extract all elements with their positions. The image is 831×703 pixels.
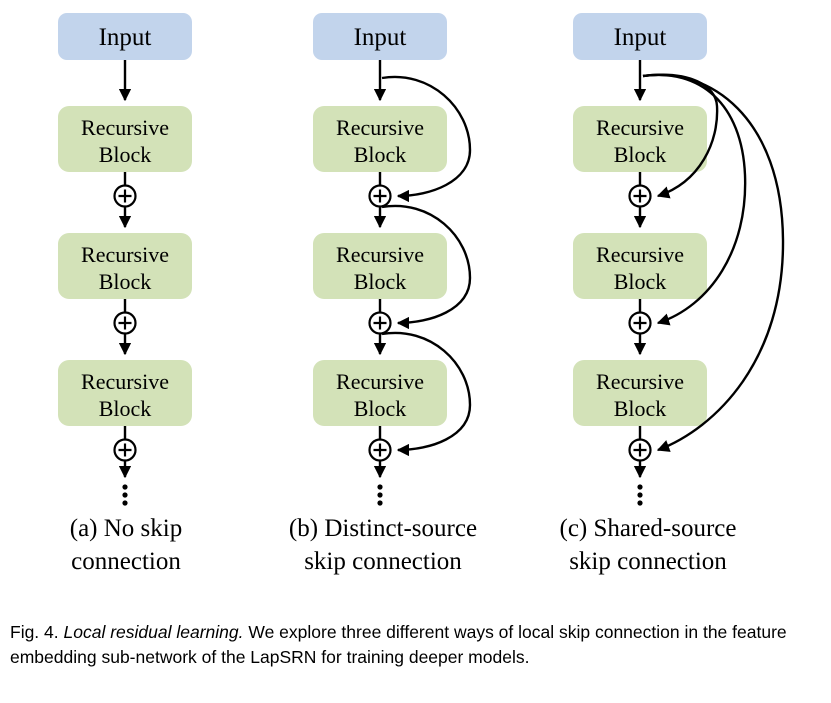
skip-connection-1-b	[381, 75, 472, 203]
adder-2-plus-a	[118, 316, 132, 330]
block-3-label-line2-b: Block	[354, 396, 407, 421]
skip-connection-3-b	[381, 331, 472, 457]
block-1-label-line1-b: Recursive	[336, 115, 424, 140]
subcaption-b-line1: (b) Distinct-source	[288, 515, 478, 542]
subcaption-b-line2: skip connection	[304, 548, 462, 575]
adder-2-plus-c	[633, 316, 647, 330]
input-label-c: Input	[614, 24, 667, 51]
column-a: Input Recursive Block Recursive Block Re…	[58, 13, 192, 506]
adder-2-plus-b	[373, 316, 387, 330]
subcaption-b: (b) Distinct-source skip connection	[258, 512, 508, 578]
subcaption-c: (c) Shared-source skip connection	[516, 512, 780, 578]
block-1-label-line1-a: Recursive	[81, 115, 169, 140]
adder-1-plus-b	[373, 189, 387, 203]
recursive-block-3-c	[573, 360, 707, 426]
adder-3-plus-c	[633, 443, 647, 457]
block-1-label-line2-a: Block	[99, 142, 152, 167]
adder-1-plus-a	[118, 189, 132, 203]
subcaption-c-line1: (c) Shared-source	[559, 515, 737, 542]
recursive-block-2-a	[58, 233, 192, 299]
block-3-label-line1-c: Recursive	[596, 369, 684, 394]
continuation-dots-a	[122, 484, 128, 506]
block-2-label-line2-a: Block	[99, 269, 152, 294]
subcaption-a-line2: connection	[71, 548, 181, 575]
recursive-block-2-c	[573, 233, 707, 299]
continuation-dots-b	[377, 484, 383, 506]
block-2-label-line1-b: Recursive	[336, 242, 424, 267]
caption-figure-number: Fig. 4.	[10, 622, 59, 642]
skip-connection-2-b	[381, 204, 472, 330]
block-3-label-line2-a: Block	[99, 396, 152, 421]
block-2-label-line1-c: Recursive	[596, 242, 684, 267]
block-1-label-line1-c: Recursive	[596, 115, 684, 140]
recursive-block-1-b	[313, 106, 447, 172]
input-box-a	[58, 13, 192, 60]
adder-3-plus-b	[373, 443, 387, 457]
input-box-c	[573, 13, 707, 60]
block-2-label-line2-c: Block	[614, 269, 667, 294]
adder-3-plus-a	[118, 443, 132, 457]
block-3-label-line1-b: Recursive	[336, 369, 424, 394]
recursive-block-1-c	[573, 106, 707, 172]
recursive-block-3-b	[313, 360, 447, 426]
block-2-label-line2-b: Block	[354, 269, 407, 294]
recursive-block-2-b	[313, 233, 447, 299]
diagram-canvas: Input Recursive Block Recursive Block Re…	[58, 13, 785, 506]
block-1-label-line2-b: Block	[354, 142, 407, 167]
input-box-b	[313, 13, 447, 60]
subcaption-a: (a) No skip connection	[10, 512, 242, 578]
subcaption-a-line1: (a) No skip	[69, 515, 183, 542]
skip-connection-3-c	[642, 73, 785, 452]
block-3-label-line2-c: Block	[614, 396, 667, 421]
figure-diagram: Input Recursive Block Recursive Block Re…	[58, 13, 785, 506]
block-1-label-line2-c: Block	[614, 142, 667, 167]
caption-body: We explore three different ways of local…	[10, 622, 787, 667]
column-c: Input Recursive Block Recursive Block Re…	[573, 13, 785, 506]
recursive-block-1-a	[58, 106, 192, 172]
block-3-label-line1-a: Recursive	[81, 369, 169, 394]
recursive-block-3-a	[58, 360, 192, 426]
column-b: Input Recursive Block Recursive Block Re…	[313, 13, 472, 506]
continuation-dots-c	[637, 484, 643, 506]
figure-caption: Fig. 4. Local residual learning. We expl…	[10, 620, 822, 670]
block-2-label-line1-a: Recursive	[81, 242, 169, 267]
subcaption-c-line2: skip connection	[569, 548, 727, 575]
caption-emphasis: Local residual learning.	[63, 622, 244, 642]
input-label-b: Input	[354, 24, 407, 51]
skip-connection-2-c	[642, 73, 747, 326]
input-label-a: Input	[99, 24, 152, 51]
adder-1-plus-c	[633, 189, 647, 203]
